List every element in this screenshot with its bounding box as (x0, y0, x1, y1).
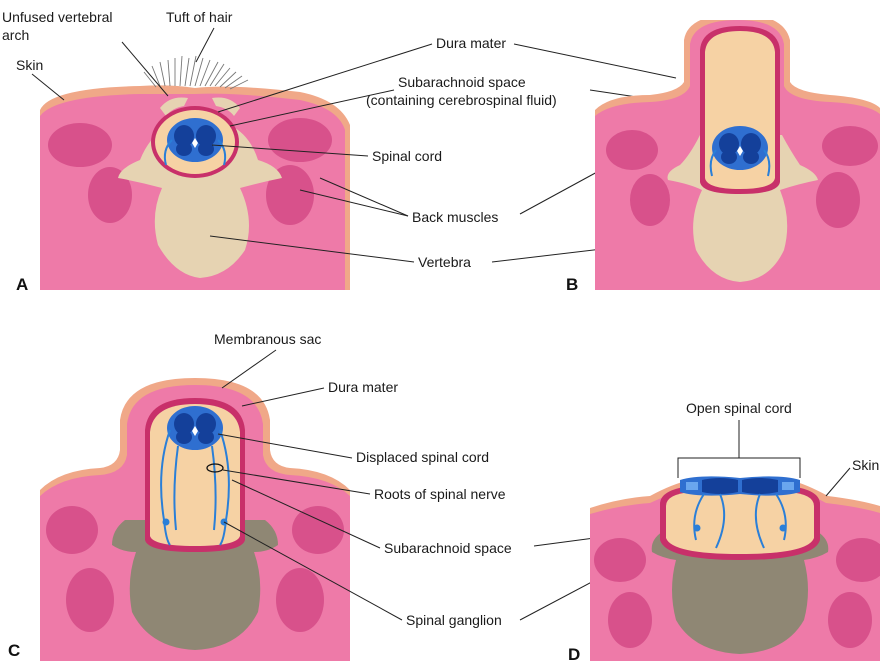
label-open-spinal-cord: Open spinal cord (686, 400, 792, 416)
label-unfused-arch-2: arch (2, 27, 29, 43)
panel-d: D Open spinal cord Skin (568, 400, 880, 661)
back-muscle-right (268, 118, 332, 162)
back-muscle-left-2 (630, 174, 670, 226)
label-displaced-spinal-cord: Displaced spinal cord (356, 449, 489, 465)
label-dura-mater: Dura mater (328, 379, 398, 395)
back-muscle-left (46, 506, 98, 554)
label-subarachnoid-2: (containing cerebrospinal fluid) (366, 92, 557, 108)
back-muscle-right (292, 506, 344, 554)
back-muscle-left (48, 123, 112, 167)
displaced-spinal-cord (167, 406, 223, 450)
label-dura-mater: Dura mater (436, 35, 506, 51)
panel-letter-b: B (566, 275, 578, 294)
panel-letter-c: C (8, 641, 20, 660)
back-muscle-left (606, 130, 658, 170)
label-subarachnoid-1: Subarachnoid space (398, 74, 526, 90)
label-tuft-of-hair: Tuft of hair (166, 9, 233, 25)
back-muscle-right-2 (828, 592, 872, 648)
label-skin: Skin (852, 457, 879, 473)
label-spinal-cord: Spinal cord (372, 148, 442, 164)
back-muscle-right-2 (276, 568, 324, 632)
label-unfused-arch-1: Unfused vertebral (2, 9, 113, 25)
subarachnoid-space (666, 492, 814, 554)
label-subarachnoid-space: Subarachnoid space (384, 540, 512, 556)
label-skin: Skin (16, 57, 43, 73)
label-membranous-sac: Membranous sac (214, 331, 321, 347)
panel-letter-d: D (568, 645, 580, 661)
spinal-cord (167, 118, 223, 162)
back-muscle-right-2 (816, 172, 860, 228)
open-spinal-cord (680, 476, 800, 495)
label-spinal-ganglion: Spinal ganglion (406, 612, 502, 628)
spinal-cord (712, 126, 768, 170)
back-muscle-left-2 (66, 568, 114, 632)
back-muscle-left-2 (608, 592, 652, 648)
back-muscle-right (822, 126, 878, 166)
back-muscle-left (594, 538, 646, 582)
panel-letter-a: A (16, 275, 28, 294)
label-vertebra: Vertebra (418, 254, 471, 270)
panel-b: B (566, 14, 880, 294)
label-back-muscles: Back muscles (412, 209, 498, 225)
label-roots-of-spinal-nerve: Roots of spinal nerve (374, 486, 506, 502)
